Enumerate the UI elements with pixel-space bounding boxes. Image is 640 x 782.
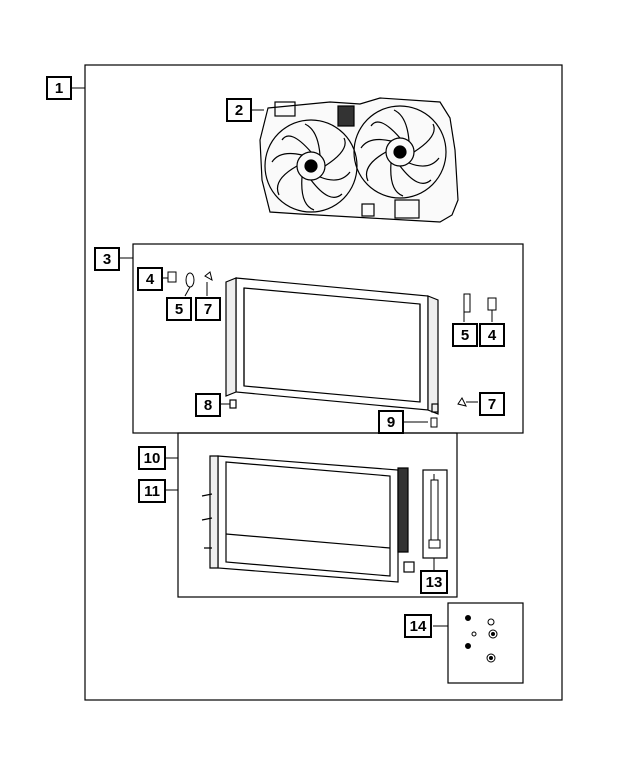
radiator xyxy=(225,277,439,415)
callout-7-left: 7 xyxy=(195,297,221,321)
callout-7-lower: 7 xyxy=(479,392,505,416)
callout-11: 11 xyxy=(138,479,166,503)
callout-4-left: 4 xyxy=(137,267,163,291)
hardware-kit-frame xyxy=(447,602,524,684)
leaders-radiator xyxy=(162,277,493,423)
fan-shroud xyxy=(259,97,459,223)
callout-9: 9 xyxy=(378,410,404,434)
callout-14: 14 xyxy=(404,614,432,638)
hardware-items xyxy=(465,615,498,663)
receiver-dryer xyxy=(428,474,441,549)
callout-3: 3 xyxy=(94,247,120,271)
callout-5-left: 5 xyxy=(166,297,192,321)
condenser xyxy=(201,455,415,583)
callout-8: 8 xyxy=(195,393,221,417)
condenser-group-frame xyxy=(177,432,458,598)
callout-10: 10 xyxy=(138,446,166,470)
callout-2: 2 xyxy=(226,98,252,122)
assembly-outer-frame xyxy=(84,64,563,701)
callout-4-right: 4 xyxy=(479,323,505,347)
bracket-parts xyxy=(167,271,497,428)
callout-1: 1 xyxy=(46,76,72,100)
receiver-dryer-frame xyxy=(422,469,448,559)
callout-5-right: 5 xyxy=(452,323,478,347)
callout-13: 13 xyxy=(420,570,448,594)
